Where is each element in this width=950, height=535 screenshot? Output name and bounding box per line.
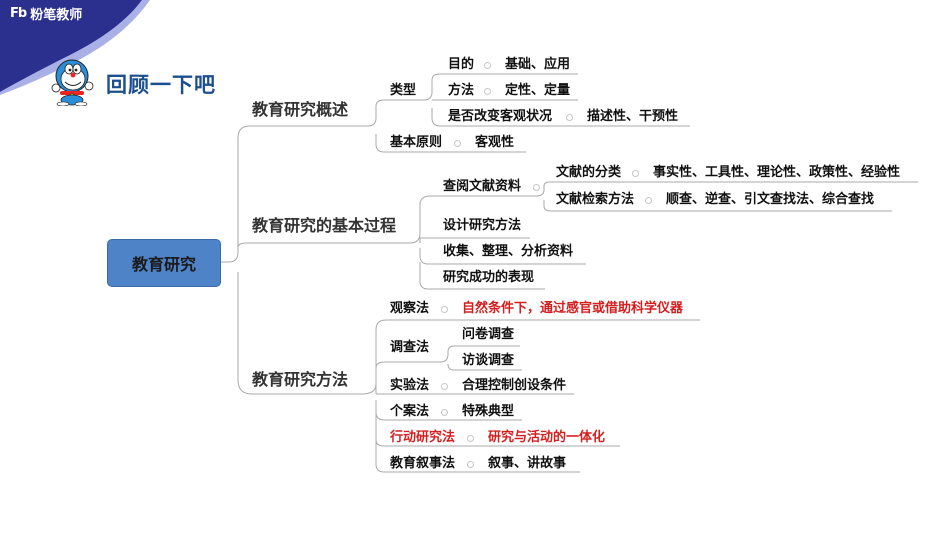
connector-dot: [645, 197, 652, 204]
node-survey: 调查法: [390, 340, 430, 355]
node-principle: 基本原则: [390, 135, 443, 150]
brand-banner: [0, 0, 150, 95]
node-case: 个案法: [390, 404, 430, 419]
node-experiment: 实验法: [390, 378, 430, 393]
connector-dot: [484, 88, 491, 95]
root-node: 教育研究: [107, 239, 221, 287]
node-observe-value: 自然条件下，通过感官或借助科学仪器: [462, 301, 684, 316]
node-experiment-value: 合理控制创设条件: [462, 378, 567, 393]
connector-dot: [632, 170, 639, 177]
connector-dot: [454, 140, 461, 147]
node-review: 查阅文献资料: [443, 179, 522, 194]
node-search-value: 顺查、逆查、引文查找法、综合查找: [666, 192, 875, 207]
brand-name: 粉笔教师: [30, 8, 83, 23]
node-purpose: 目的: [448, 57, 475, 72]
node-result: 研究成功的表现: [443, 270, 535, 285]
node-survey-interview: 访谈调查: [462, 353, 515, 368]
node-search: 文献检索方法: [556, 192, 635, 207]
connector-dot: [441, 306, 448, 313]
branch-overview: 教育研究概述: [252, 100, 349, 119]
page-title: 回顾一下吧: [106, 73, 216, 97]
node-case-value: 特殊典型: [462, 404, 515, 419]
node-action-value: 研究与活动的一体化: [488, 430, 606, 445]
node-observe: 观察法: [390, 301, 430, 316]
node-method-value: 定性、定量: [505, 83, 571, 98]
node-change-value: 描述性、干预性: [587, 109, 679, 124]
node-narrative: 教育叙事法: [390, 456, 456, 471]
node-principle-value: 客观性: [475, 135, 515, 150]
node-classify-value: 事实性、工具性、理论性、政策性、经验性: [653, 165, 901, 180]
branch-methods: 教育研究方法: [252, 370, 349, 389]
node-purpose-value: 基础、应用: [505, 57, 571, 72]
connector-dot: [484, 62, 491, 69]
node-narrative-value: 叙事、讲故事: [488, 456, 567, 471]
connector-dot: [441, 409, 448, 416]
node-classify: 文献的分类: [556, 165, 622, 180]
connector-dot: [566, 114, 573, 121]
connector-dot: [467, 461, 474, 468]
node-change: 是否改变客观状况: [448, 109, 553, 124]
node-action: 行动研究法: [390, 430, 456, 445]
connector-dot: [533, 184, 540, 191]
connector-dot: [467, 435, 474, 442]
node-collect: 收集、整理、分析资料: [443, 244, 574, 259]
node-method: 方法: [448, 83, 475, 98]
node-design: 设计研究方法: [443, 218, 522, 233]
node-type: 类型: [390, 83, 417, 98]
branch-process: 教育研究的基本过程: [252, 216, 397, 235]
connector-dot: [441, 383, 448, 390]
node-survey-questionnaire: 问卷调查: [462, 327, 515, 342]
brand: Fb 粉笔教师: [10, 4, 82, 23]
brand-logo: Fb: [10, 6, 27, 21]
mascot-icon: [51, 59, 94, 106]
